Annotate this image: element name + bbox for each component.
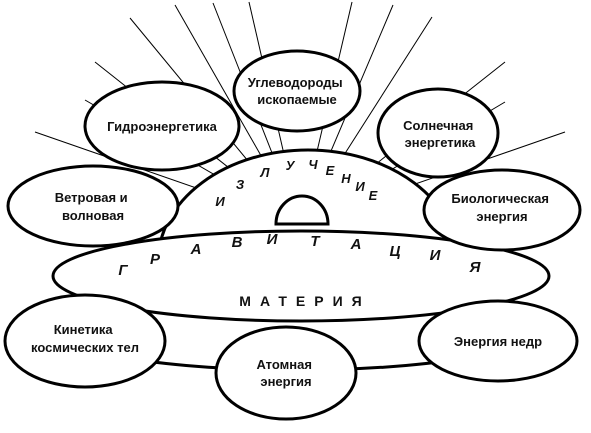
radiation-letter-5: Ч [308, 157, 318, 172]
gravitation-letter-5: И [267, 231, 279, 248]
radiation-letter-6: Е [326, 163, 335, 178]
node-solar: Солнечная энергетика [376, 87, 500, 179]
node-wind-label-2: волновая [62, 208, 124, 223]
node-solar-label-1: Солнечная [403, 118, 473, 133]
node-kinetic: Кинетика космических тел [3, 293, 167, 389]
radiation-letter-4: У [286, 158, 296, 173]
gravitation-letter-6: Т [310, 233, 321, 250]
node-fossil-label-1: Углеводороды [248, 75, 343, 90]
svg-text:Ветровая и волновая: Ветровая и волновая [55, 190, 132, 223]
radiation-letter-7: Н [341, 171, 351, 186]
node-kinetic-label-1: Кинетика [54, 322, 114, 337]
gravitation-letter-1: Г [118, 262, 128, 279]
radiation-letter-9: Е [369, 188, 378, 203]
node-bio-label-2: энергия [476, 209, 527, 224]
node-fossil: Углеводороды ископаемые [232, 49, 362, 133]
node-bio-label-1: Биологическая [451, 191, 549, 206]
node-atomic-label-1: Атомная [256, 357, 311, 372]
node-wind-label-1: Ветровая и [55, 190, 128, 205]
node-kinetic-label-2: космических тел [31, 340, 139, 355]
node-subsoil-label: Энергия недр [454, 334, 542, 349]
node-hydro-label: Гидроэнергетика [107, 119, 218, 134]
node-atomic-label-2: энергия [260, 374, 311, 389]
radiation-letter-3: Л [260, 165, 271, 180]
svg-text:Биологическая энергия: Биологическая энергия [451, 191, 552, 224]
matter-label: МАТЕРИЯ [239, 293, 370, 309]
gravitation-letter-7: А [350, 236, 362, 253]
radiation-letter-2: З [236, 177, 245, 192]
gravitation-letter-10: Я [469, 259, 482, 276]
svg-text:Солнечная энергетика: Солнечная энергетика [403, 118, 477, 150]
svg-text:Атомная энергия: Атомная энергия [256, 357, 315, 389]
gravitation-letter-4: В [232, 234, 243, 251]
svg-text:Углеводороды ископаемые: Углеводороды ископаемые [248, 75, 346, 107]
node-wind: Ветровая и волновая [6, 164, 180, 248]
node-fossil-label-2: ископаемые [257, 92, 337, 107]
node-hydro: Гидроэнергетика [83, 80, 241, 172]
svg-text:Кинетика космических тел: Кинетика космических тел [31, 322, 139, 355]
gravitation-letter-9: И [430, 247, 442, 264]
gravitation-letter-2: Р [150, 251, 161, 268]
node-subsoil: Энергия недр [417, 299, 579, 383]
radiation-letter-8: И [355, 179, 365, 194]
node-bio: Биологическая энергия [422, 168, 582, 252]
node-solar-label-2: энергетика [405, 135, 477, 150]
gravitation-letter-8: Ц [390, 243, 401, 260]
gravitation-letter-3: А [190, 241, 202, 258]
core-dome [274, 194, 330, 226]
gravitation-label: Г Р А В И Т А Ц И Я [118, 231, 481, 279]
gravitation-band [51, 229, 551, 323]
radiation-letter-1: И [215, 194, 225, 209]
node-atomic: Атомная энергия [214, 325, 358, 421]
